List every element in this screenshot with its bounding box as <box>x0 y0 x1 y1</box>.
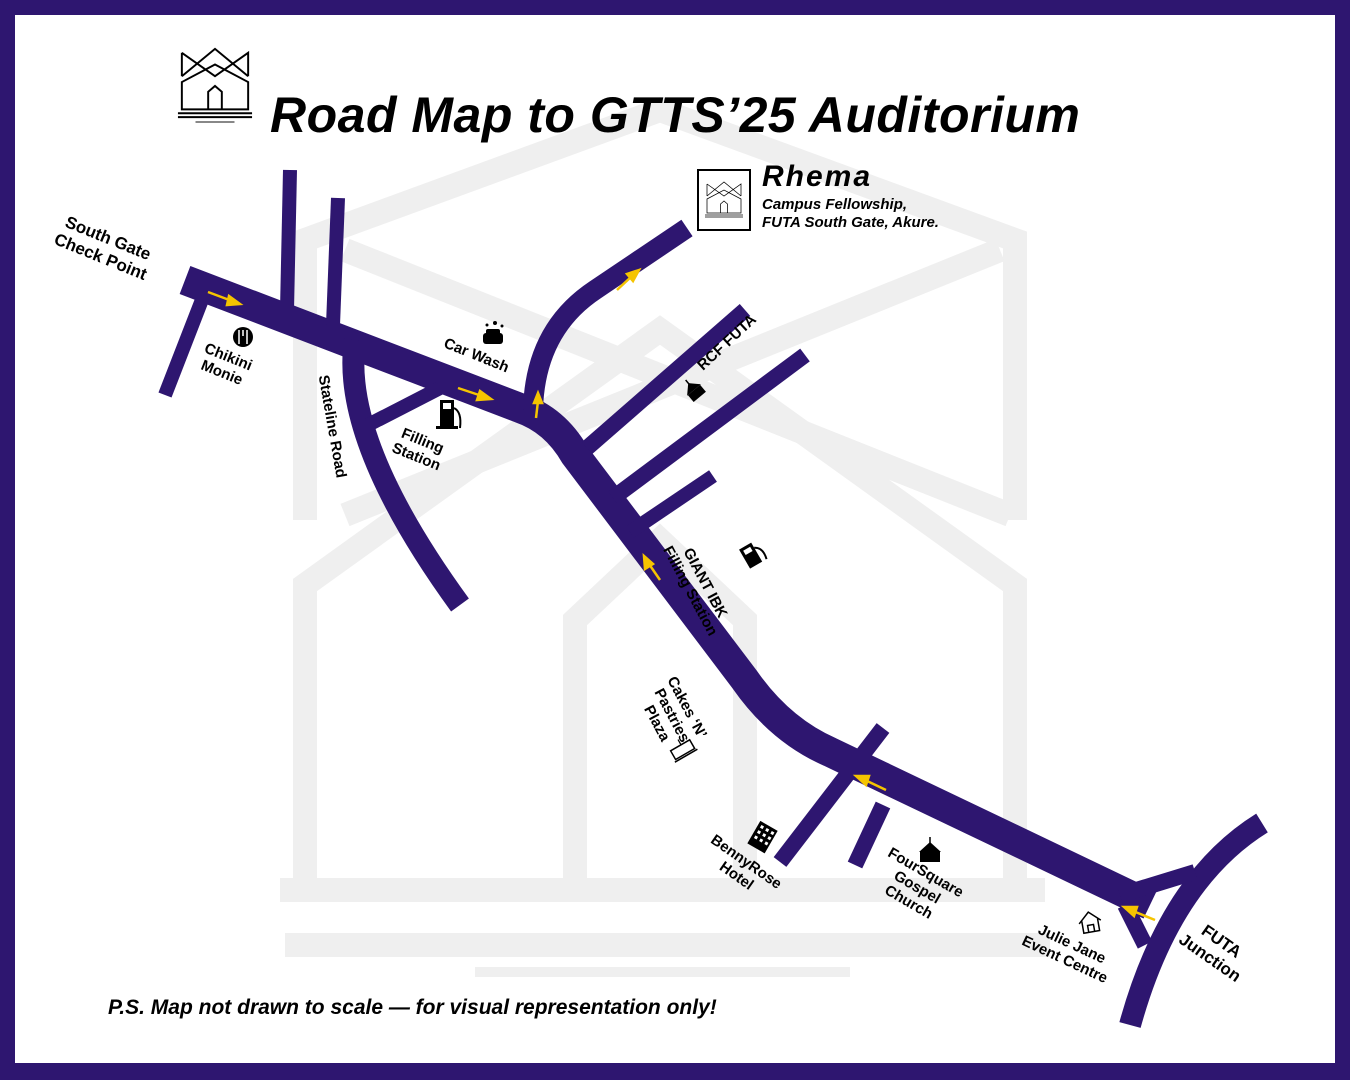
arrow-icon <box>457 386 495 402</box>
direction-arrows <box>207 267 1156 922</box>
road-chikini <box>158 289 212 398</box>
house-icon <box>1078 911 1102 935</box>
page-title: Road Map to GTTS’25 Auditorium <box>270 86 1081 143</box>
footer-note: P.S. Map not drawn to scale — for visual… <box>108 996 717 1019</box>
road-to-rhema <box>523 219 693 411</box>
road-futa-junction <box>1119 813 1268 1028</box>
arrow-icon <box>642 553 662 581</box>
organization-name: Rhema <box>762 160 873 193</box>
road-rcf <box>581 303 751 455</box>
arrow-icon <box>1120 905 1156 922</box>
road-branch-3 <box>626 470 717 538</box>
road-branch-2 <box>608 348 810 505</box>
car-wash-icon <box>483 321 504 344</box>
arrow-icon <box>207 290 244 307</box>
church-icon <box>919 837 941 862</box>
fuel-pump-icon <box>436 400 462 429</box>
road-cross-2 <box>847 801 891 869</box>
roads <box>158 169 1268 1028</box>
house-crown-logo-icon <box>697 169 751 231</box>
arrow-icon <box>532 389 544 419</box>
church-icon <box>685 379 706 403</box>
restaurant-icon <box>233 327 253 347</box>
organization-subtitle: Campus Fellowship, FUTA South Gate, Akur… <box>762 196 939 231</box>
arrow-icon <box>852 774 887 792</box>
road-cross-1 <box>773 723 890 867</box>
road-north-2 <box>326 197 345 326</box>
stateline-road <box>342 338 469 612</box>
hotel-building-icon <box>747 820 778 854</box>
arrow-icon <box>616 267 642 291</box>
road-filling-link <box>364 381 444 432</box>
road-north-1 <box>280 169 297 311</box>
house-crown-logo-icon <box>177 47 253 123</box>
road-junction-link-1 <box>1117 864 1198 903</box>
fuel-pump-icon <box>739 542 768 569</box>
main-road <box>179 265 1157 919</box>
cake-icon <box>669 738 698 763</box>
